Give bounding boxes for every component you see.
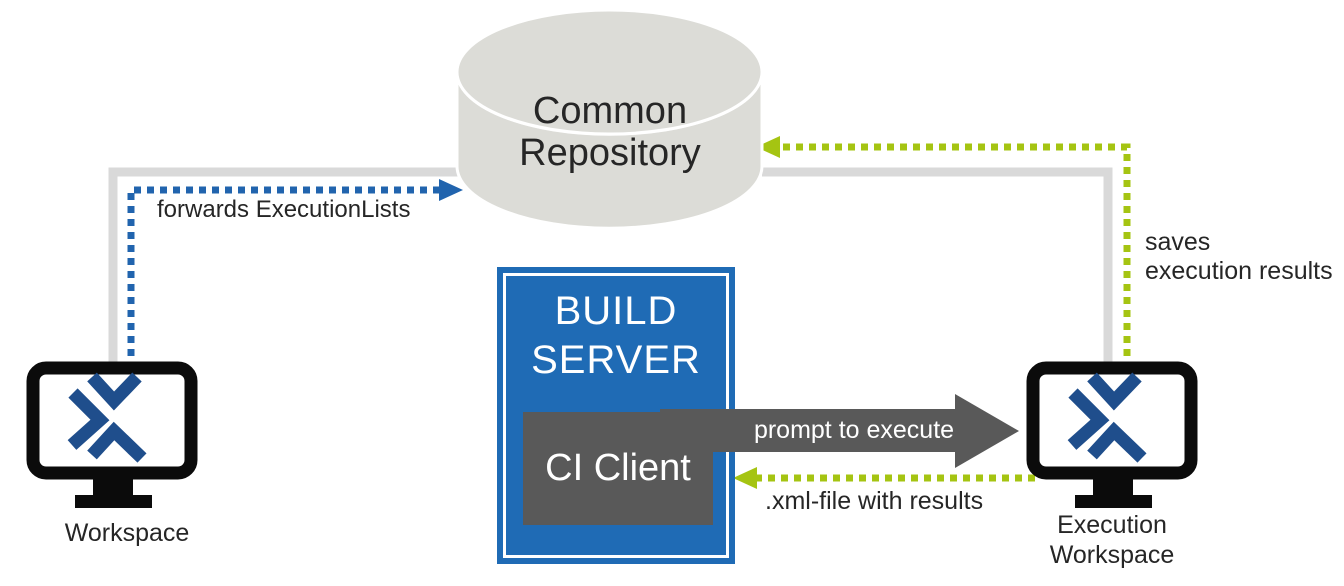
monitor-icon	[1026, 361, 1198, 508]
logo-x-icon	[1067, 372, 1147, 463]
workspace-left-label: Workspace	[64, 519, 190, 547]
common-repository	[445, 2, 775, 242]
workspace-right-label: Execution Workspace	[1049, 511, 1175, 569]
xml-results-arrow	[733, 467, 1035, 489]
forwards-executionlists-label: forwards ExecutionLists	[157, 196, 411, 223]
build-server-title: BUILD SERVER	[531, 289, 701, 382]
gray-connector-right	[762, 167, 1113, 362]
monitor-icon	[26, 361, 198, 508]
prompt-arrow-body	[660, 409, 955, 452]
forwards-executionlists-arrow	[127, 179, 463, 356]
ci-client-label: CI Client	[545, 447, 691, 489]
logo-x-icon	[67, 372, 147, 463]
gray-connector-left	[108, 167, 460, 362]
xml-file-results-label: .xml-file with results	[765, 487, 984, 515]
prompt-arrowhead-icon	[955, 394, 1019, 468]
workspace-monitor-right	[1018, 355, 1218, 511]
saves-results-arrow	[756, 136, 1131, 356]
repository-label: Common Repository	[519, 90, 701, 174]
workspace-monitor-left	[18, 355, 218, 511]
arrowhead-left-icon	[756, 136, 780, 158]
database-cylinder-icon	[455, 8, 764, 230]
arrowhead-right-icon	[439, 179, 463, 201]
saves-execution-results-label: saves execution results	[1145, 228, 1333, 285]
prompt-label: prompt to execute	[753, 416, 955, 444]
arrowhead-left-icon	[733, 467, 757, 489]
